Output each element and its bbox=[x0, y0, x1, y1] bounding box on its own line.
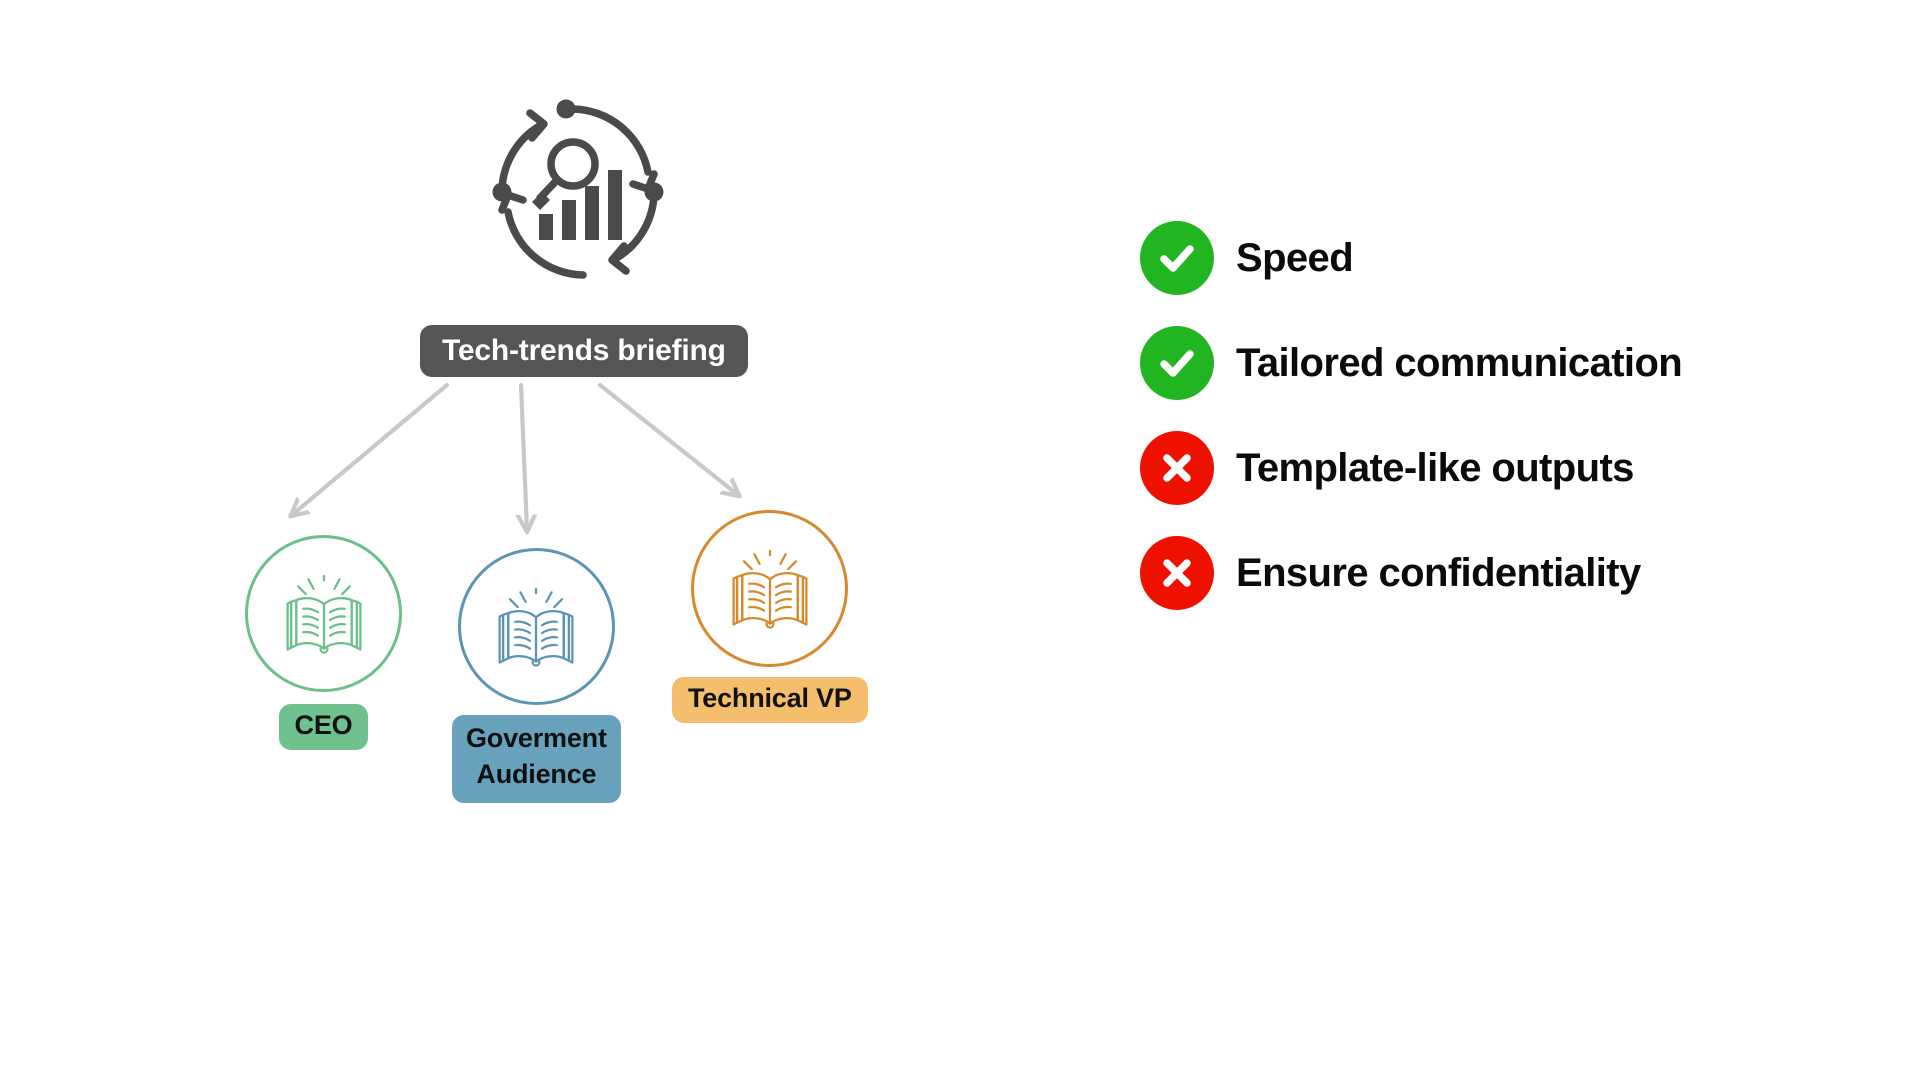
checklist-item-ensure-confidentiality: Ensure confidentiality bbox=[1140, 536, 1682, 610]
market-research-cycle-icon bbox=[478, 92, 678, 292]
audience-label-government: Goverment Audience bbox=[452, 715, 621, 803]
audience-label-line: CEO bbox=[294, 710, 353, 740]
open-book-icon-technical-vp bbox=[691, 510, 849, 667]
audience-node-government[interactable]: Goverment Audience bbox=[452, 548, 621, 803]
audience-flow-diagram: Tech-trends briefing bbox=[245, 92, 868, 803]
open-book-icon-ceo bbox=[245, 535, 402, 692]
evaluation-checklist: Speed Tailored communication Template-li… bbox=[1140, 221, 1683, 610]
checklist-item-label: Tailored communication bbox=[1236, 341, 1683, 385]
checklist-item-label: Template-like outputs bbox=[1236, 446, 1634, 490]
checklist-item-tailored-communication: Tailored communication bbox=[1140, 326, 1683, 400]
cross-circle-icon bbox=[1140, 536, 1214, 610]
connector-to-government bbox=[521, 382, 527, 530]
cross-circle-icon bbox=[1140, 431, 1214, 505]
check-circle-icon bbox=[1140, 221, 1214, 295]
audience-label-line: Technical VP bbox=[688, 683, 852, 713]
audience-label-ceo: CEO bbox=[278, 704, 369, 750]
connector-to-vp bbox=[597, 382, 738, 495]
root-node-badge[interactable]: Tech-trends briefing bbox=[420, 325, 748, 377]
connector-to-ceo bbox=[292, 382, 450, 515]
checklist-item-label: Speed bbox=[1236, 236, 1354, 280]
checklist-item-label: Ensure confidentiality bbox=[1236, 551, 1641, 595]
audience-label-technical-vp: Technical VP bbox=[672, 677, 868, 723]
checklist-item-template-like-outputs: Template-like outputs bbox=[1140, 431, 1682, 505]
checklist-item-speed: Speed bbox=[1140, 221, 1682, 295]
check-circle-icon bbox=[1140, 326, 1214, 400]
audience-label-line: Audience bbox=[476, 758, 597, 789]
audience-node-technical-vp[interactable]: Technical VP bbox=[672, 510, 868, 723]
open-book-icon-government bbox=[457, 548, 615, 705]
audience-node-ceo[interactable]: CEO bbox=[245, 535, 402, 750]
audience-label-line: Goverment bbox=[466, 723, 607, 753]
